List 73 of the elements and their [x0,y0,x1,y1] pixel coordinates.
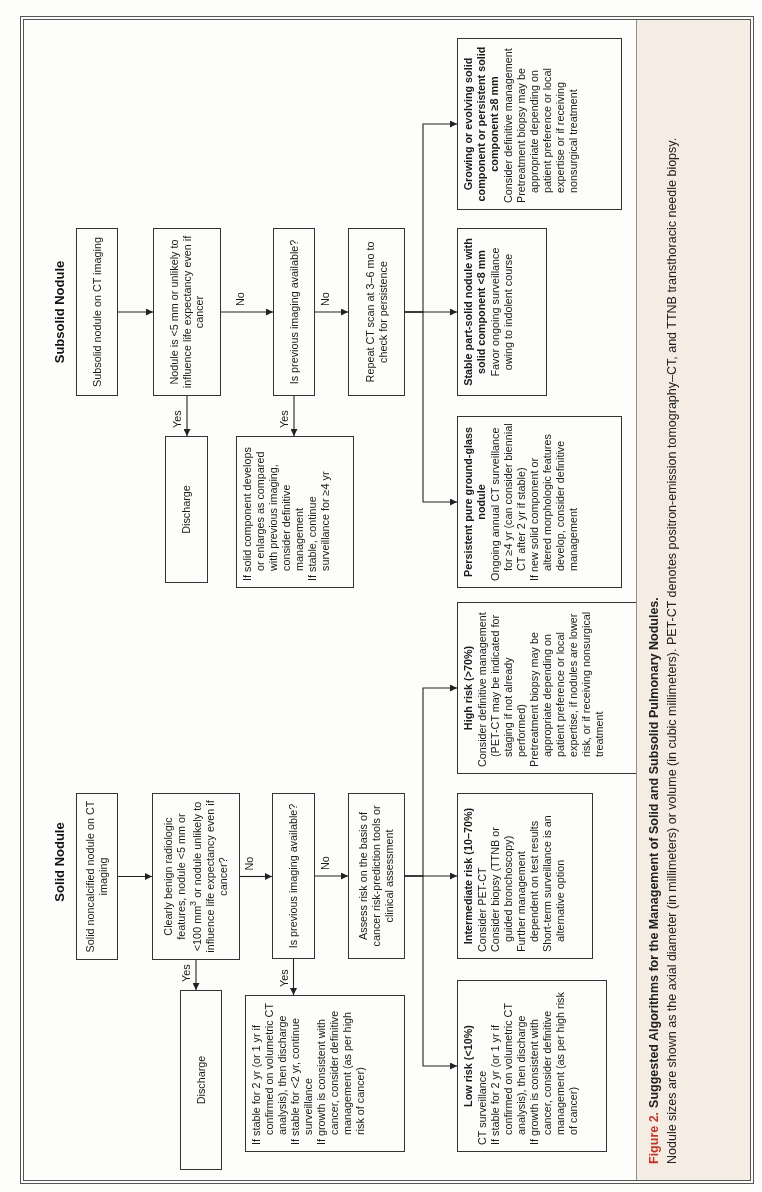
figure-caption: Nodule sizes are shown as the axial diameter (in millimeters) or volume (in cubic millimeters). PET-CT denotes positron-emission tomography–CT, and TTNB transthoracic needle biopsy. [664,136,680,1164]
arrow [290,958,297,996]
box-text: Further management dependent on test results [514,819,541,952]
edge-label: No [235,290,247,308]
box-heading: Intermediate risk (10–70%) [462,806,475,947]
box-text: If stable for 2 yr (or 1 yr if confirmed on volumetric CT analysis), then discharge [488,1002,528,1145]
box-text: If solid component develops or enlarges as compared with previous imaging, consider definitive management [241,446,306,581]
box-text: Subsolid nodule on CT imaging [90,236,104,389]
box-text: Short-term surveillance is an alternative option [540,814,567,952]
box-heading: High risk (>70%) [462,644,475,733]
box-text: Nodule is <5 mm or unlikely to influence life expectancy even if cancer [167,235,207,389]
box-text: If stable for 2 yr (or 1 yr if confirmed on volumetric CT analysis), then discharge [250,1002,289,1145]
process-box [76,228,118,396]
section-title: Solid Nodule [52,821,67,904]
arrow [314,308,349,316]
process-box [245,995,405,1152]
process-box [457,228,547,396]
box-heading: Persistent pure ground-glass nodule [462,426,488,579]
process-box [348,793,405,959]
arrow [117,873,153,880]
arrow [314,872,349,880]
arrow [239,873,273,880]
edge-label: Yes [181,962,193,984]
arrow [220,308,274,316]
box-text: If growth is consistent with cancer, consider definitive management (as per high risk of cancer) [527,991,580,1145]
box-heading: Growing or evolving solid component or persistent solid component ≥8 mm [462,45,501,203]
arrow [404,684,458,877]
box-text: If new solid component or altered morphologic features develop, consider definitive management [527,433,580,581]
box-text: Consider definitive management [501,47,515,203]
box-text: Ongoing annual CT surveillance for ≥4 yr (can consider biennial CT after 2 yr if stable) [488,423,528,581]
edge-label: No [244,854,256,873]
box-text: Is previous imaging available? [287,802,300,951]
process-box [152,793,240,960]
arrow [183,395,191,437]
process-box [457,980,607,1152]
arrow [290,395,298,437]
process-box [272,793,315,959]
box-text: Repeat CT scan at 3–6 mo to check for persistence [363,240,390,385]
box-text: Consider PET-CT [475,866,489,952]
arrow [192,959,200,991]
box-text: CT surveillance [475,1069,489,1145]
edge-label: Yes [279,408,291,430]
box-text: If stable for <2 yr, continue surveillance [288,1017,315,1145]
process-box [180,990,222,1170]
edge-label: Yes [172,408,184,430]
process-box [236,436,354,588]
process-box [457,793,593,959]
process-box [457,602,637,774]
box-text: Assess risk on the basis of cancer risk-prediction tools or clinical assessment [357,804,396,949]
box-text: If growth is consistent with cancer, consider definitive management (as per high risk of cancer) [314,1009,367,1145]
box-text: Solid noncalcified nodule on CT imaging [84,800,110,953]
box-text: Consider biopsy (TTNB or guided bronchoscopy) [488,826,515,952]
box-text: Consider definitive management (PET-CT may be indicated for staging if not already performed) [475,611,528,767]
arrow [117,308,154,316]
box-text: Is previous imaging available? [287,238,301,387]
box-text: If stable, continue surveillance for ≥4 yr [305,470,332,581]
box-text: Discharge [180,484,193,536]
arrow [404,120,458,313]
process-box [457,416,622,588]
figure-title: Figure 2. Suggested Algorithms for the Management of Solid and Subsolid Pulmonary Nodules. [647,596,661,1164]
process-box [165,436,208,583]
section-title: Subsolid Nodule [52,259,67,366]
edge-label: No [319,854,332,872]
edge-label: Yes [278,967,291,989]
process-box [153,228,221,396]
process-box [273,228,315,396]
process-box [348,228,405,396]
edge-label: No [319,290,332,308]
box-heading: Low risk (<10%) [462,1024,475,1109]
box-text: Discharge [194,1054,208,1107]
box-text: Pretreatment biopsy may be appropriate depending on patient preference or local expertise or if receiving nonsurgical treatment [514,66,580,203]
process-box [457,38,622,210]
process-box [76,793,118,960]
